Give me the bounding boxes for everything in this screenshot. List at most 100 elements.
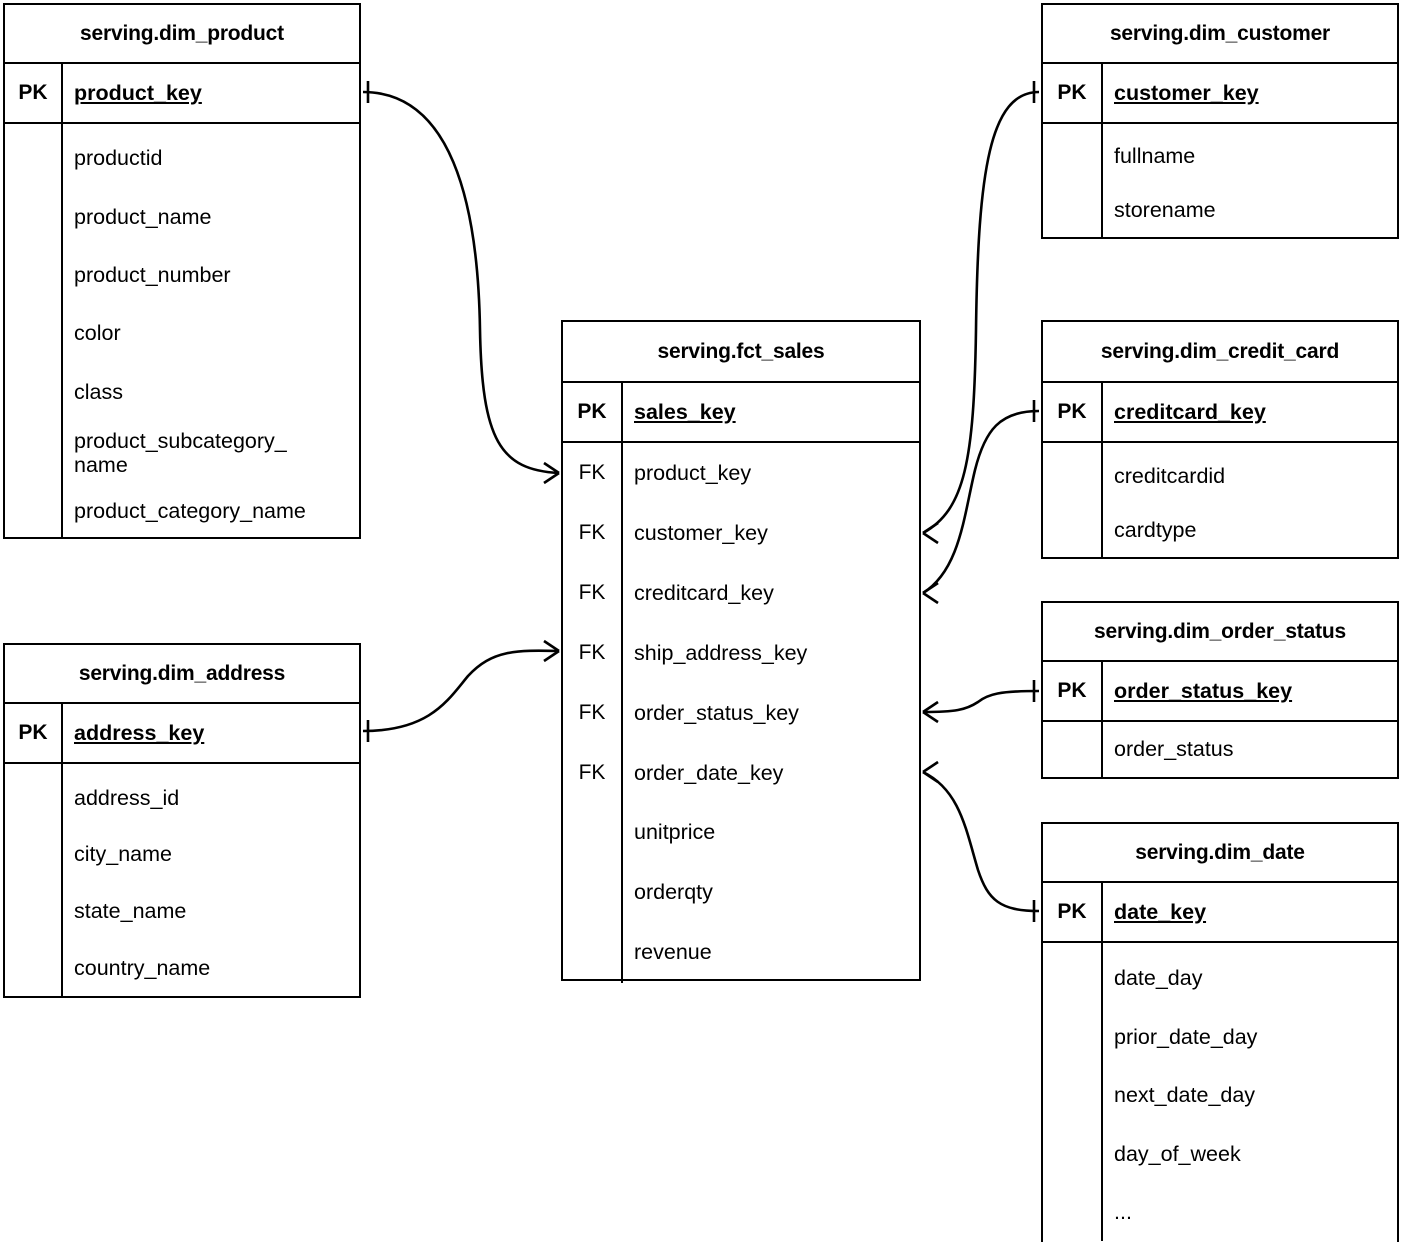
- attribute-text-line1: product_subcategory_: [74, 428, 287, 453]
- attribute-row: color: [74, 321, 121, 346]
- attribute-row: product_name: [74, 204, 212, 229]
- attribute-row-ellipsis: ...: [1114, 1199, 1132, 1224]
- entity-dim-customer[interactable]: serving.dim_customer PK customer_key ful…: [1041, 3, 1399, 239]
- fk-field-name: customer_key: [634, 520, 768, 545]
- fk-tag: FK: [563, 503, 623, 563]
- pk-field-name: creditcard_key: [1114, 399, 1266, 424]
- edge-customer-to-sales: [922, 90, 1040, 535]
- attribute-text-line2: name: [74, 452, 128, 477]
- fk-tag: FK: [563, 743, 623, 803]
- fk-tag: FK: [563, 443, 623, 503]
- pk-tag: PK: [563, 383, 623, 441]
- edge-date-to-sales: [922, 770, 1040, 913]
- attribute-row: product_number: [74, 263, 231, 288]
- fk-row[interactable]: FK product_key: [563, 443, 919, 503]
- attribute-row: storename: [1114, 198, 1216, 223]
- edge-product-to-sales: [362, 90, 560, 475]
- pk-row[interactable]: PK customer_key: [1043, 64, 1397, 124]
- entity-title: serving.dim_address: [5, 645, 359, 704]
- fk-row[interactable]: FK order_date_key: [563, 743, 919, 803]
- attribute-key-column: [1043, 443, 1103, 558]
- entity-fct-sales[interactable]: serving.fct_sales PK sales_key FK produc…: [561, 320, 921, 983]
- attribute-row: revenue: [634, 940, 712, 965]
- attribute-row: country_name: [74, 955, 211, 980]
- pk-field-name: customer_key: [1114, 80, 1259, 105]
- pk-tag: PK: [5, 704, 63, 762]
- attribute-row: class: [74, 379, 123, 404]
- entity-dim-product[interactable]: serving.dim_product PK product_key produ…: [3, 3, 361, 539]
- attribute-name-column: creditcardid cardtype: [1103, 443, 1397, 558]
- edge-orderstatus-to-sales: [922, 689, 1040, 714]
- attribute-name-column: date_day prior_date_day next_date_day da…: [1103, 943, 1397, 1241]
- fk-row[interactable]: FK creditcard_key: [563, 563, 919, 623]
- attribute-row: unitprice: [634, 820, 716, 845]
- attribute-block: fullname storename: [1043, 124, 1397, 238]
- edge-address-to-sales: [362, 649, 560, 733]
- entity-dim-credit-card[interactable]: serving.dim_credit_card PK creditcard_ke…: [1041, 320, 1399, 559]
- edge-customer-crowsfoot: [922, 521, 939, 545]
- entity-dim-date[interactable]: serving.dim_date PK date_key date_day pr…: [1041, 822, 1399, 1242]
- edge-date-crowsfoot: [922, 760, 939, 784]
- pk-tag: PK: [1043, 883, 1103, 941]
- fk-field-name: product_key: [634, 460, 752, 485]
- attribute-key-column: [1043, 943, 1103, 1241]
- fk-tag: FK: [563, 563, 623, 623]
- fk-tag: FK: [563, 683, 623, 743]
- fk-row[interactable]: FK order_status_key: [563, 683, 919, 743]
- attribute-row: cardtype: [1114, 518, 1197, 543]
- attribute-row: address_id: [74, 785, 180, 810]
- entity-title: serving.dim_product: [5, 5, 359, 64]
- attribute-row: day_of_week: [1114, 1142, 1241, 1167]
- attribute-block: unitprice orderqty revenue: [563, 803, 919, 983]
- attribute-name-column: unitprice orderqty revenue: [623, 803, 919, 983]
- entity-dim-order-status[interactable]: serving.dim_order_status PK order_status…: [1041, 601, 1399, 779]
- pk-field-name: sales_key: [634, 399, 736, 424]
- attribute-block: address_id city_name state_name country_…: [5, 764, 359, 997]
- edge-orderstatus-crowsfoot: [922, 700, 939, 724]
- entity-title: serving.dim_order_status: [1043, 603, 1397, 662]
- attribute-block: date_day prior_date_day next_date_day da…: [1043, 943, 1397, 1241]
- attribute-block: productid product_name product_number co…: [5, 124, 359, 538]
- fk-row[interactable]: FK customer_key: [563, 503, 919, 563]
- edge-product-crowsfoot: [543, 461, 560, 485]
- edge-creditcard-crowsfoot: [922, 581, 939, 605]
- attribute-row: next_date_day: [1114, 1083, 1256, 1108]
- pk-row[interactable]: PK date_key: [1043, 883, 1397, 943]
- pk-row[interactable]: PK address_key: [5, 704, 359, 764]
- pk-row[interactable]: PK order_status_key: [1043, 662, 1397, 722]
- attribute-row: fullname: [1114, 144, 1196, 169]
- attribute-row: product_subcategory_ name: [74, 421, 359, 484]
- fk-field-name: creditcard_key: [634, 580, 774, 605]
- attribute-key-column: [1043, 722, 1103, 778]
- attribute-row: date_day: [1114, 965, 1203, 990]
- fk-row[interactable]: FK ship_address_key: [563, 623, 919, 683]
- attribute-key-column: [563, 803, 623, 983]
- attribute-name-column: fullname storename: [1103, 124, 1397, 238]
- entity-title: serving.dim_credit_card: [1043, 322, 1397, 383]
- pk-field-name: address_key: [74, 720, 205, 745]
- entity-title: serving.dim_date: [1043, 824, 1397, 883]
- attribute-row: city_name: [74, 842, 172, 867]
- attribute-key-column: [5, 764, 63, 997]
- attribute-key-column: [1043, 124, 1103, 238]
- entity-dim-address[interactable]: serving.dim_address PK address_key addre…: [3, 643, 361, 998]
- fk-field-name: ship_address_key: [634, 640, 808, 665]
- attribute-name-column: order_status: [1103, 722, 1397, 778]
- fk-tag: FK: [563, 623, 623, 683]
- entity-title: serving.dim_customer: [1043, 5, 1397, 64]
- fk-field-name: order_status_key: [634, 700, 799, 725]
- attribute-row: orderqty: [634, 880, 713, 905]
- edge-creditcard-to-sales: [922, 409, 1040, 595]
- pk-row[interactable]: PK creditcard_key: [1043, 383, 1397, 443]
- attribute-row: order_status: [1114, 737, 1234, 762]
- attribute-block: order_status: [1043, 722, 1397, 778]
- pk-field-name: order_status_key: [1114, 678, 1293, 703]
- attribute-row: product_category_name: [74, 498, 306, 523]
- pk-field-name: product_key: [74, 80, 202, 105]
- attribute-block: creditcardid cardtype: [1043, 443, 1397, 558]
- attribute-row: prior_date_day: [1114, 1024, 1258, 1049]
- pk-row[interactable]: PK product_key: [5, 64, 359, 124]
- pk-row[interactable]: PK sales_key: [563, 383, 919, 443]
- entity-title: serving.fct_sales: [563, 322, 919, 383]
